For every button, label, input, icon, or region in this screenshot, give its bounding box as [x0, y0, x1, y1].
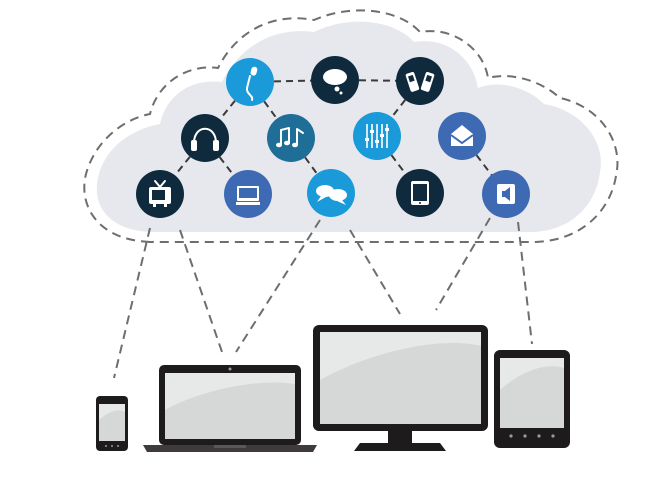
- cloud: [83, 9, 619, 243]
- tablet: [494, 350, 570, 448]
- link-tv-to-laptop: [179, 229, 223, 353]
- tablet-device-icon: [396, 169, 444, 217]
- cloud-icon-nodes: [136, 56, 530, 218]
- icon-node-circle: [226, 58, 274, 106]
- music-notes-icon: [267, 114, 315, 162]
- equalizer-icon: [353, 112, 401, 160]
- icon-node-circle: [396, 57, 444, 105]
- link-speaker-to-monitor: [435, 217, 491, 311]
- cloud-shape: [96, 21, 601, 232]
- icon-node-circle: [181, 114, 229, 162]
- link-speaker-to-tablet: [517, 221, 533, 345]
- mobile-phones-icon: [396, 57, 444, 105]
- chat-bubble-icon: [311, 56, 359, 104]
- smartphone: [96, 396, 128, 451]
- chat-bubbles-icon: [307, 169, 355, 217]
- devices: [96, 325, 570, 452]
- icon-node-circle: [267, 114, 315, 162]
- cloud-to-device-links: [113, 217, 533, 379]
- cloud-dashed-outline: [83, 9, 619, 243]
- television-icon: [136, 170, 184, 218]
- laptop-base: [143, 445, 317, 452]
- laptop: [143, 365, 317, 452]
- microphone-icon: [226, 58, 274, 106]
- email-icon: [438, 112, 486, 160]
- link-chat-to-laptop: [235, 219, 321, 353]
- monitor-stand: [354, 443, 446, 451]
- desktop-monitor: [313, 325, 488, 451]
- link-chat-to-monitor: [349, 229, 401, 315]
- speaker-icon: [482, 170, 530, 218]
- headphones-icon: [181, 114, 229, 162]
- link-tv-to-phone: [113, 227, 151, 379]
- computer-icon: [224, 170, 272, 218]
